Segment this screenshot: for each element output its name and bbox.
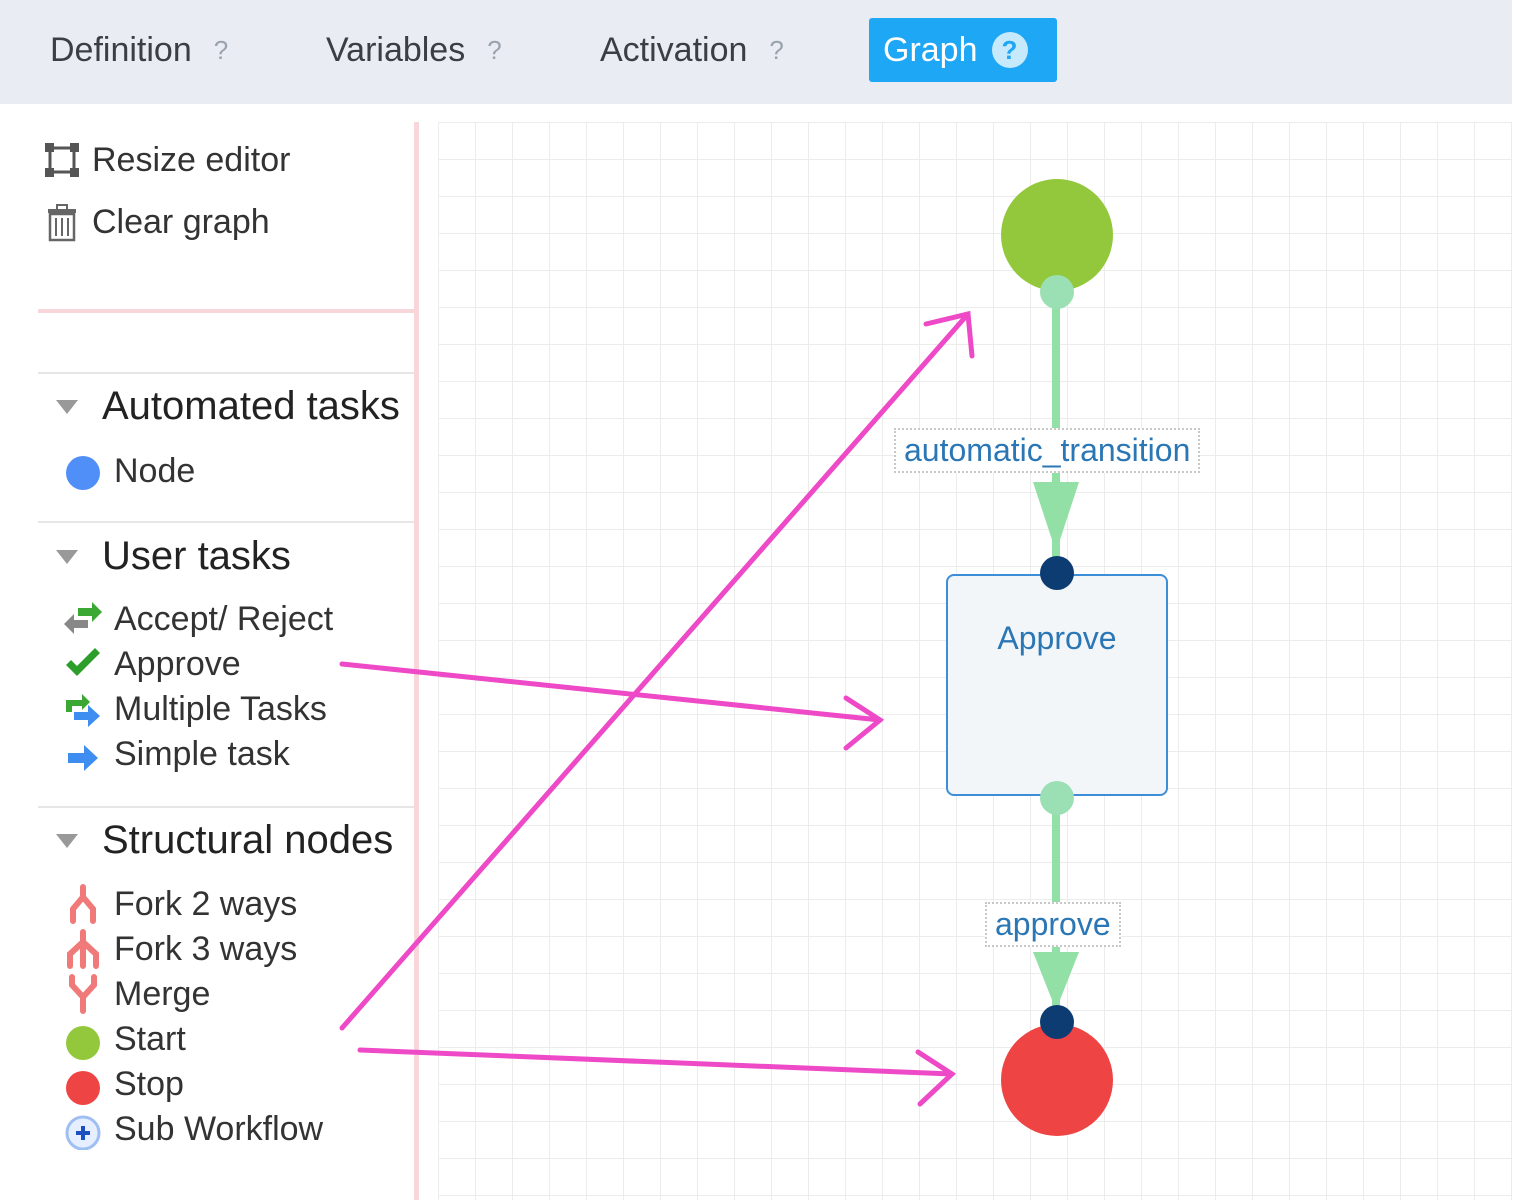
palette-item-label: Simple task [114, 734, 290, 773]
palette-item-sub-workflow[interactable]: Sub Workflow [62, 1108, 323, 1150]
fork-2-icon [62, 883, 104, 925]
tab-definition-label: Definition [50, 30, 192, 69]
help-icon[interactable]: ? [991, 32, 1028, 68]
sidebar-separator [38, 309, 414, 313]
resize-editor-label: Resize editor [92, 140, 291, 179]
sidebar-separator [38, 806, 414, 808]
blue-circle-icon [62, 450, 104, 492]
tab-activation[interactable]: Activation ? [600, 18, 784, 82]
tab-activation-label: Activation [600, 30, 748, 69]
palette-item-label: Fork 3 ways [114, 929, 298, 968]
section-title: Automated tasks [102, 384, 400, 428]
task-node-label: Approve [997, 620, 1117, 656]
multiple-tasks-icon [62, 688, 104, 730]
tab-graph[interactable]: Graph ? [869, 18, 1057, 82]
task-node-approve[interactable]: Approve [946, 574, 1168, 796]
sidebar-divider [414, 122, 419, 1200]
palette-item-start[interactable]: Start [62, 1018, 186, 1060]
clear-graph-label: Clear graph [92, 202, 270, 241]
sidebar-separator [38, 372, 414, 374]
palette-item-node[interactable]: Node [62, 450, 195, 492]
green-circle-icon [62, 1018, 104, 1060]
palette-item-merge[interactable]: Merge [62, 973, 210, 1015]
fork-3-icon [62, 928, 104, 970]
tab-bar: Definition ? Variables ? Activation ? Gr… [0, 0, 1512, 104]
palette-item-approve[interactable]: Approve [62, 643, 241, 685]
merge-icon [62, 973, 104, 1015]
edge-label-approve[interactable]: approve [985, 902, 1121, 947]
section-title: Structural nodes [102, 818, 394, 862]
palette-item-label: Fork 2 ways [114, 884, 298, 923]
section-title: User tasks [102, 534, 291, 578]
resize-icon [45, 143, 79, 177]
help-icon[interactable]: ? [769, 34, 784, 65]
section-user-tasks[interactable]: User tasks [56, 534, 291, 579]
trash-icon [48, 204, 76, 242]
palette-item-label: Start [114, 1019, 186, 1058]
palette-item-accept-reject[interactable]: Accept/ Reject [62, 598, 333, 640]
edge-label-automatic-transition[interactable]: automatic_transition [894, 428, 1201, 473]
collapse-triangle-icon [56, 549, 78, 564]
palette-item-multiple-tasks[interactable]: Multiple Tasks [62, 688, 327, 730]
tab-variables[interactable]: Variables ? [326, 18, 502, 82]
help-icon[interactable]: ? [487, 34, 502, 65]
collapse-triangle-icon [56, 399, 78, 414]
palette-item-fork-2-ways[interactable]: Fork 2 ways [62, 883, 297, 925]
palette-item-stop[interactable]: Stop [62, 1063, 184, 1105]
plus-circle-icon [62, 1108, 104, 1150]
collapse-triangle-icon [56, 833, 78, 848]
tab-variables-label: Variables [326, 30, 466, 69]
resize-editor-button[interactable]: Resize editor [42, 140, 290, 180]
palette-item-label: Multiple Tasks [114, 689, 327, 728]
clear-graph-button[interactable]: Clear graph [42, 202, 270, 242]
tab-definition[interactable]: Definition ? [50, 18, 228, 82]
checkmark-icon [62, 643, 104, 685]
tab-graph-label: Graph [883, 30, 978, 69]
red-circle-icon [62, 1063, 104, 1105]
palette-item-label: Sub Workflow [114, 1109, 324, 1148]
sidebar-separator [38, 521, 414, 523]
section-automated-tasks[interactable]: Automated tasks [56, 384, 400, 429]
palette-item-label: Approve [114, 644, 241, 683]
palette-item-label: Merge [114, 974, 211, 1013]
help-icon[interactable]: ? [213, 34, 229, 65]
palette-item-fork-3-ways[interactable]: Fork 3 ways [62, 928, 297, 970]
palette-item-label: Node [114, 451, 196, 490]
palette-item-simple-task[interactable]: Simple task [62, 733, 290, 775]
arrow-right-icon [62, 733, 104, 775]
palette-item-label: Accept/ Reject [114, 599, 334, 638]
accept-reject-icon [62, 598, 104, 640]
section-structural-nodes[interactable]: Structural nodes [56, 818, 393, 863]
palette-item-label: Stop [114, 1064, 184, 1103]
